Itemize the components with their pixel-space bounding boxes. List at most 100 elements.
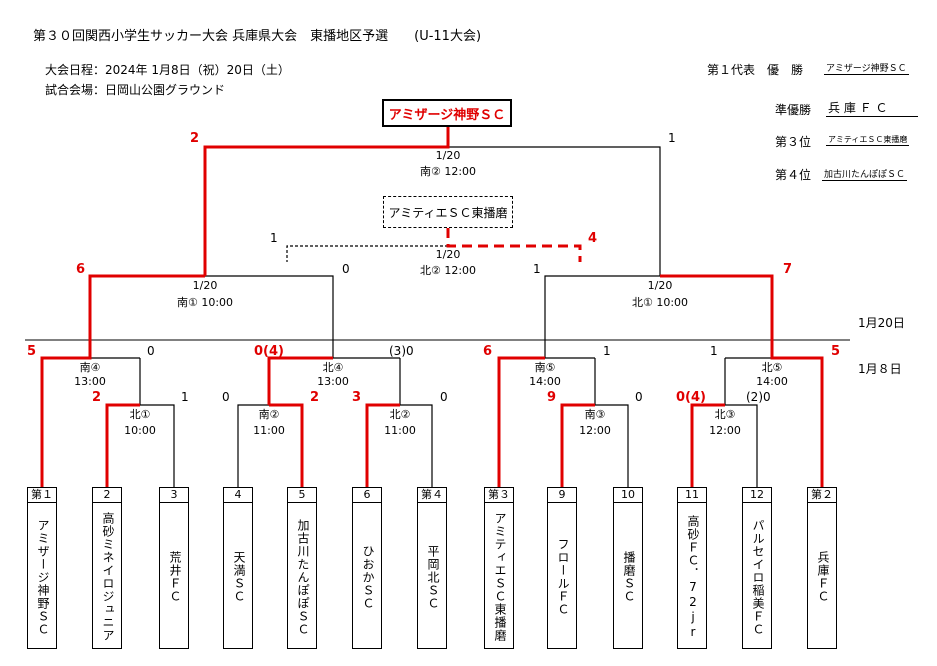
third-label: 第３位: [775, 135, 812, 149]
n1-right: 1: [181, 390, 189, 404]
sf-north-date: 1/20: [647, 279, 673, 292]
final-score-left: 2: [190, 131, 200, 146]
n4-name: 北④: [322, 361, 344, 374]
n5-left: 1: [710, 344, 718, 358]
team-name: アミザージ神野ＳＣ: [36, 518, 50, 636]
team-seed: 9: [548, 488, 576, 503]
win-team5: [269, 403, 304, 487]
team-name: ひおかＳＣ: [361, 544, 375, 610]
rep1-value: アミザージ神野ＳＣ: [824, 61, 909, 75]
sf-north-left: 1: [533, 262, 541, 276]
sf-south-name: 南① 10:00: [176, 296, 234, 309]
s5-left: 6: [483, 344, 493, 359]
s2-right: 2: [310, 390, 320, 405]
n3-left: 0(4): [676, 390, 706, 405]
line-team10: [595, 404, 629, 487]
s2-time: 11:00: [253, 424, 285, 437]
s2-name: 南②: [258, 408, 280, 421]
n1-time: 10:00: [124, 424, 156, 437]
win-team8: [497, 356, 545, 487]
rep1-label: 第１代表 優 勝: [707, 63, 804, 77]
team-seed: 2: [93, 488, 121, 503]
team-name: 播磨ＳＣ: [622, 551, 636, 603]
n2-left: 3: [352, 390, 362, 405]
team-box-5: 5 加古川たんぽぽＳＣ: [287, 487, 317, 649]
team-seed: 第３: [485, 488, 513, 503]
final-date: 1/20: [435, 149, 461, 162]
team-seed: 3: [160, 488, 188, 503]
win-sfs: [203, 127, 450, 276]
n5-time: 14:00: [756, 375, 788, 388]
n5-right: 5: [831, 344, 841, 359]
fourth-value: 加古川たんぽぽＳＣ: [822, 167, 908, 181]
third-name: 北② 12:00: [419, 264, 477, 277]
n3-right: (2)0: [746, 390, 771, 404]
team-box-6: 6 ひおかＳＣ: [352, 487, 382, 649]
team-box-13: 第２ 兵庫ＦＣ: [807, 487, 837, 649]
s3-left: 9: [547, 390, 557, 405]
line-s5-up: [544, 275, 660, 358]
third-place-box: アミティエＳＣ東播磨: [383, 196, 513, 228]
s5-time: 14:00: [529, 375, 561, 388]
team-seed: 11: [678, 488, 706, 503]
n4-time: 13:00: [317, 375, 349, 388]
team-seed: 5: [288, 488, 316, 503]
s2-left: 0: [222, 390, 230, 404]
n1-left: 2: [92, 390, 102, 405]
n4-left: 0(4): [254, 344, 284, 359]
line-team3: [140, 404, 175, 487]
sf-north-name: 北① 10:00: [631, 296, 689, 309]
team-seed: 4: [224, 488, 252, 503]
n2-time: 11:00: [384, 424, 416, 437]
team-name: 加古川たんぽぽＳＣ: [296, 518, 310, 636]
team-name: 兵庫ＦＣ: [816, 551, 830, 603]
win-s2: [267, 356, 333, 405]
n3-time: 12:00: [709, 424, 741, 437]
s3-time: 12:00: [579, 424, 611, 437]
s4-time: 13:00: [74, 375, 106, 388]
champion-box: アミザージ神野ＳＣ: [382, 99, 512, 127]
win-team2: [105, 403, 140, 487]
line-team4: [237, 404, 269, 487]
schedule-text: 大会日程：2024年 1月8日（祝）20日（土）: [45, 63, 290, 77]
team-seed: 第２: [808, 488, 836, 503]
s3-right: 0: [635, 390, 643, 404]
line-team12: [725, 404, 758, 487]
final-name: 南② 12:00: [419, 165, 477, 178]
win-team11: [690, 403, 725, 487]
n1-name: 北①: [129, 408, 151, 421]
s5-right: 1: [603, 344, 611, 358]
line-third-left: [286, 245, 448, 262]
day2-label: 1月20日: [858, 316, 905, 330]
final-score-right: 1: [668, 131, 676, 145]
line-sfn-up: [448, 146, 661, 276]
team-seed: 6: [353, 488, 381, 503]
team-seed: 第４: [418, 488, 446, 503]
sf-south-date: 1/20: [192, 279, 218, 292]
team-box-11: 11 高砂ＦＣ．72jr: [677, 487, 707, 649]
line-team7: [400, 404, 433, 487]
third-date: 1/20: [435, 248, 461, 261]
page-title: 第３０回関西小学生サッカー大会 兵庫県大会 東播地区予選 (U-11大会): [33, 29, 482, 44]
third-score-left: 1: [270, 231, 278, 245]
win-team9: [560, 403, 595, 487]
s4-right: 0: [147, 344, 155, 358]
team-name: パルセイロ稲美ＦＣ: [751, 518, 765, 636]
n5-name: 北⑤: [761, 361, 783, 374]
fourth-label: 第４位: [775, 168, 812, 182]
team-name: 高砂ミネイロジュニア: [101, 512, 115, 642]
n2-name: 北②: [389, 408, 411, 421]
runner-up-label: 準優勝: [775, 103, 812, 117]
team-name: 高砂ＦＣ．72jr: [686, 514, 700, 640]
third-score-right: 4: [588, 231, 598, 246]
venue-text: 試合会場：日岡山公園グラウンド: [45, 83, 226, 97]
